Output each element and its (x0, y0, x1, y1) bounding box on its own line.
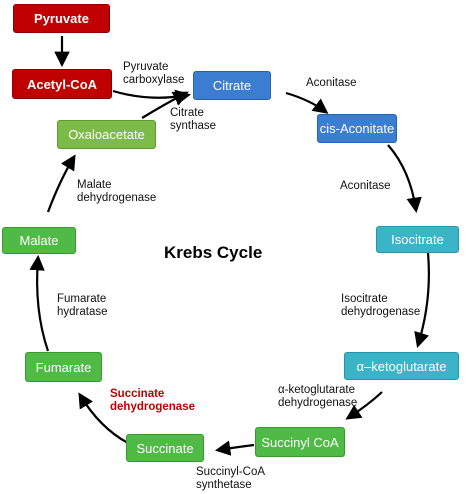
node-citrate: Citrate (193, 71, 271, 100)
enzyme-aconitase-2: Aconitase (340, 180, 391, 192)
arrow-ketoglutarate-to-succinyl-coa (345, 391, 383, 420)
node-succinyl-coa: Succinyl CoA (255, 427, 345, 457)
arrow-isocitrate-to-ketoglutarate (414, 252, 430, 348)
arrow-malate-to-oxaloacetate (46, 154, 76, 213)
node-fumarate: Fumarate (25, 352, 102, 382)
enzyme-succinyl-coa-synthetase: Succinyl-CoA synthetase (196, 466, 266, 491)
node-cis-aconitate: cis-Aconitate (317, 114, 397, 143)
enzyme-isocitrate-dehydrogenase: Isocitrate dehydrogenase (341, 293, 421, 318)
enzyme-ketoglutarate-dehydrogenase: α-ketoglutarate dehydrogenase (278, 384, 358, 409)
diagram-title: Krebs Cycle (164, 243, 263, 262)
arrow-citrate-to-cis-aconitate (285, 91, 329, 114)
arrow-cis-aconitate-to-isocitrate (387, 144, 422, 214)
enzyme-citrate-synthase: Citrate synthase (170, 107, 217, 132)
enzyme-aconitase-1: Aconitase (306, 77, 357, 89)
node-isocitrate: Isocitrate (376, 226, 459, 253)
enzyme-pyruvate-carboxylase: Pyruvate carboxylase (123, 61, 185, 86)
node-pyruvate: Pyruvate (13, 4, 110, 33)
arrow-succinate-to-fumarate (78, 392, 129, 444)
node-oxaloacetate: Oxaloacetate (57, 120, 156, 149)
node-malate: Malate (2, 227, 76, 254)
node-acetyl-coa: Acetyl-CoA (12, 69, 112, 99)
enzyme-malate-dehydrogenase: Malate dehydrogenase (77, 179, 157, 204)
enzyme-fumarate-hydratase: Fumarate hydratase (57, 293, 108, 318)
node-ketoglutarate: α–ketoglutarate (344, 352, 459, 380)
arrow-fumarate-to-malate (29, 254, 50, 352)
arrow-oxaloacetate-to-citrate (141, 91, 189, 119)
enzyme-succinate-dehydrogenase: Succinate dehydrogenase (110, 388, 195, 413)
arrow-succinyl-coa-to-succinate (214, 440, 255, 456)
node-succinate: Succinate (126, 434, 204, 462)
